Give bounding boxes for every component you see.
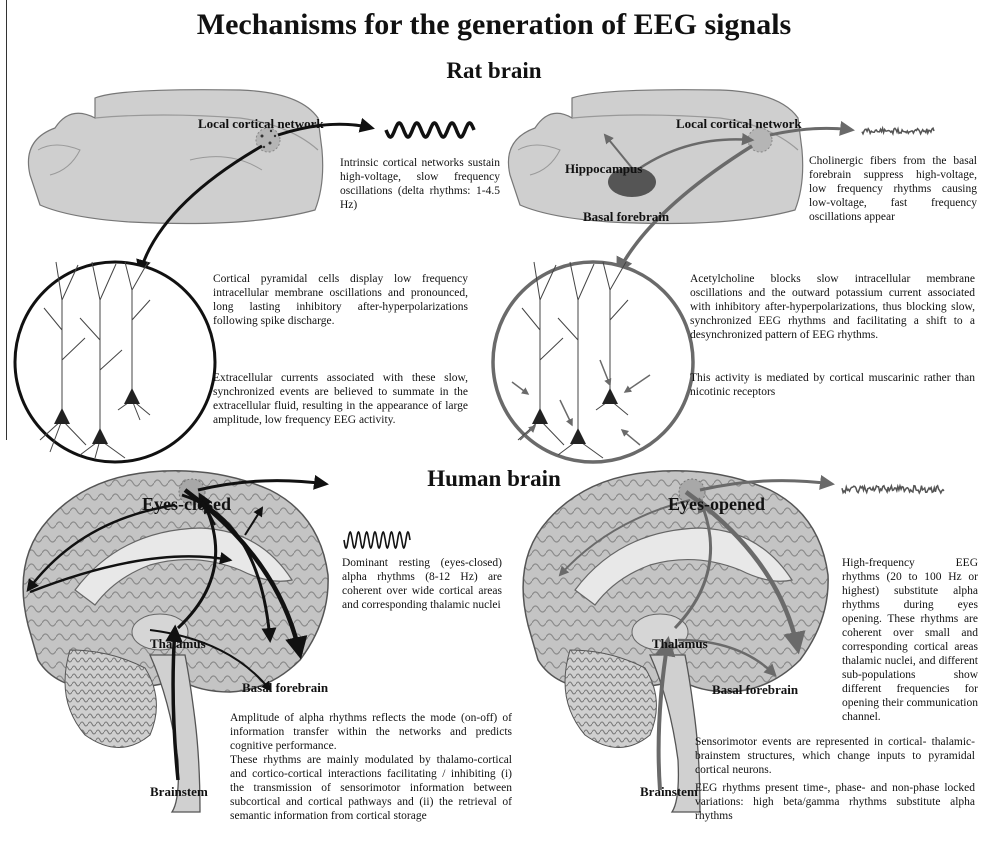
opened-basal-forebrain-label: Basal forebrain [712, 682, 798, 698]
hippocampus-label: Hippocampus [565, 161, 642, 177]
rat-brain-heading: Rat brain [0, 58, 988, 84]
pyramidal-cells-inset-left [15, 262, 215, 462]
closed-wave-text: Dominant resting (eyes-closed) alpha rhy… [342, 556, 502, 612]
opened-thalamus-label: Thalamus [652, 636, 708, 652]
closed-text-1: Amplitude of alpha rhythms reflects the … [230, 711, 512, 753]
rat-right-network-label: Local cortical network [676, 116, 802, 132]
delta-wave-trace [386, 123, 474, 137]
rat-left-network-label: Local cortical network [198, 116, 324, 132]
rat-right-cell-text-2: This activity is mediated by cortical mu… [690, 371, 975, 399]
rat-right-cell-text-1: Acetylcholine blocks slow intracellular … [690, 272, 975, 342]
closed-brainstem-label: Brainstem [150, 784, 208, 800]
rat-basal-forebrain-label: Basal forebrain [583, 209, 669, 225]
fast-wave-trace-rat [862, 128, 934, 134]
alpha-wave-trace [344, 532, 410, 548]
opened-wave-text: High-frequency EEG rhythms (20 to 100 Hz… [842, 556, 978, 724]
rat-left-cell-text-1: Cortical pyramidal cells display low fre… [213, 272, 468, 328]
human-brain-heading: Human brain [0, 466, 988, 492]
opened-brainstem-label: Brainstem [640, 784, 698, 800]
eyes-closed-heading: Eyes-closed [142, 494, 231, 515]
closed-text-2: These rhythms are mainly modulated by th… [230, 753, 512, 823]
pyramidal-cells-inset-right [493, 262, 693, 462]
closed-thalamus-label: Thalamus [150, 636, 206, 652]
opened-text-2: EEG rhythms present time-, phase- and no… [695, 781, 975, 823]
rat-left-wave-text: Intrinsic cortical networks sustain high… [340, 156, 500, 212]
eyes-opened-heading: Eyes-opened [668, 494, 765, 515]
rat-brain-left [28, 90, 322, 224]
closed-basal-forebrain-label: Basal forebrain [242, 680, 328, 696]
main-title: Mechanisms for the generation of EEG sig… [0, 8, 988, 42]
rat-brain-right [508, 90, 802, 224]
opened-text-1: Sensorimotor events are represented in c… [695, 735, 975, 777]
rat-left-cell-text-2: Extracellular currents associated with t… [213, 371, 468, 427]
rat-right-wave-text: Cholinergic fibers from the basal forebr… [809, 154, 977, 224]
